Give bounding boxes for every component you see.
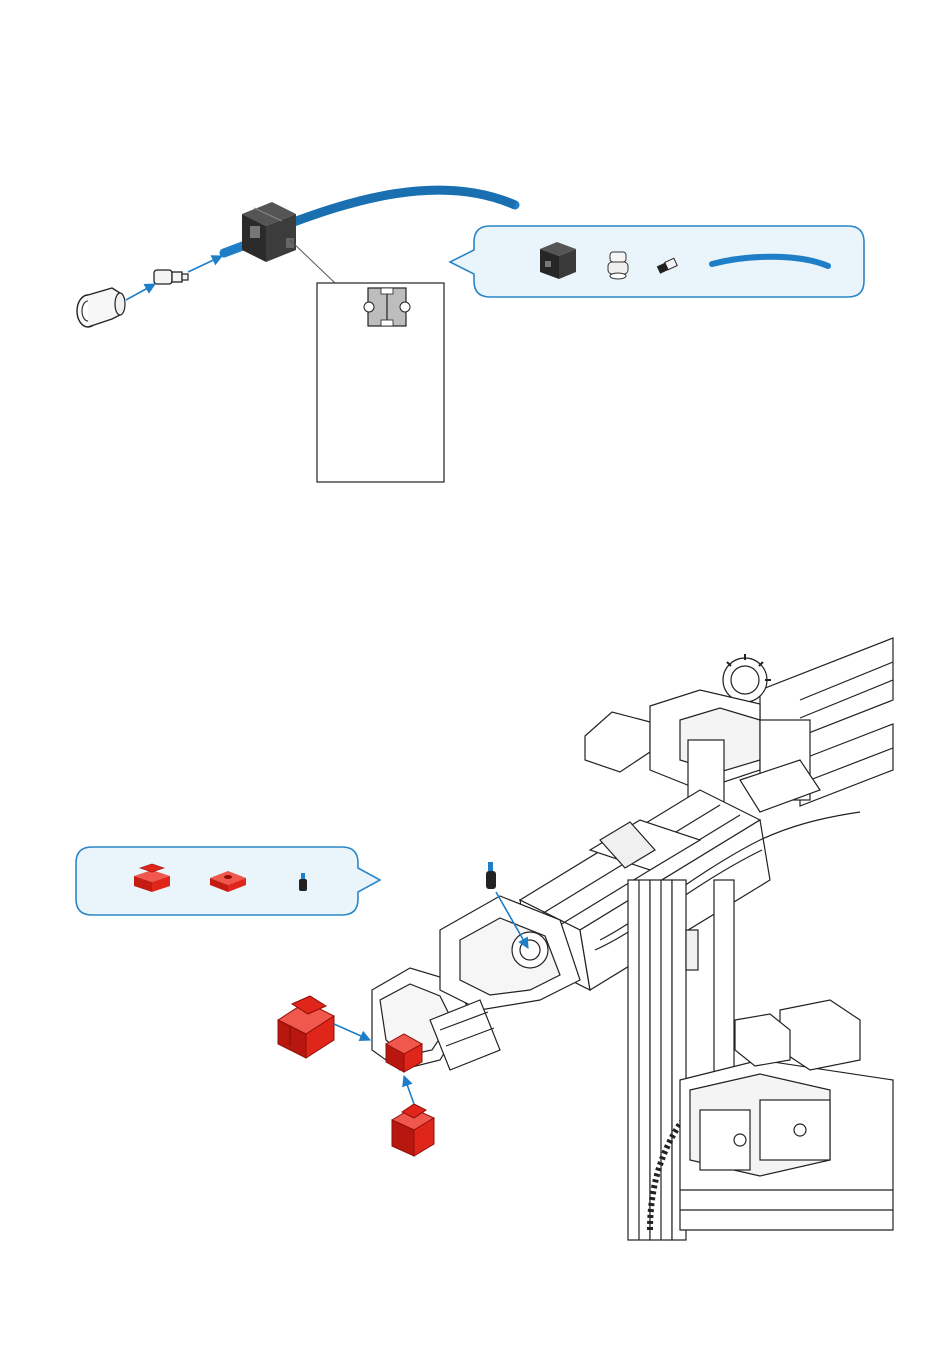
- step2-parts-callout: [76, 847, 380, 915]
- arrow-bottom-block-to-arm: [404, 1076, 414, 1104]
- machine-arm-assembly: [372, 638, 893, 1240]
- arrow-connector-to-tube: [188, 256, 222, 272]
- step1-parts-callout: [450, 226, 864, 297]
- step1-assembly: [77, 190, 515, 327]
- black-block-part: [242, 202, 296, 262]
- arrow-cup-to-connector: [126, 284, 155, 300]
- suction-cup-part: [77, 288, 125, 327]
- block-cross-section-icon: [364, 288, 410, 326]
- black-pin-part: [486, 862, 496, 889]
- red-block-left-part: [278, 996, 334, 1058]
- detail-leader-line: [290, 240, 335, 283]
- detail-box: [317, 283, 444, 482]
- arrow-left-block-to-arm: [334, 1024, 370, 1040]
- suction-cup-icon: [608, 252, 628, 279]
- hose-connector-part: [154, 270, 188, 284]
- black-building-block-icon: [540, 242, 576, 279]
- red-block-bottom-part: [392, 1104, 434, 1156]
